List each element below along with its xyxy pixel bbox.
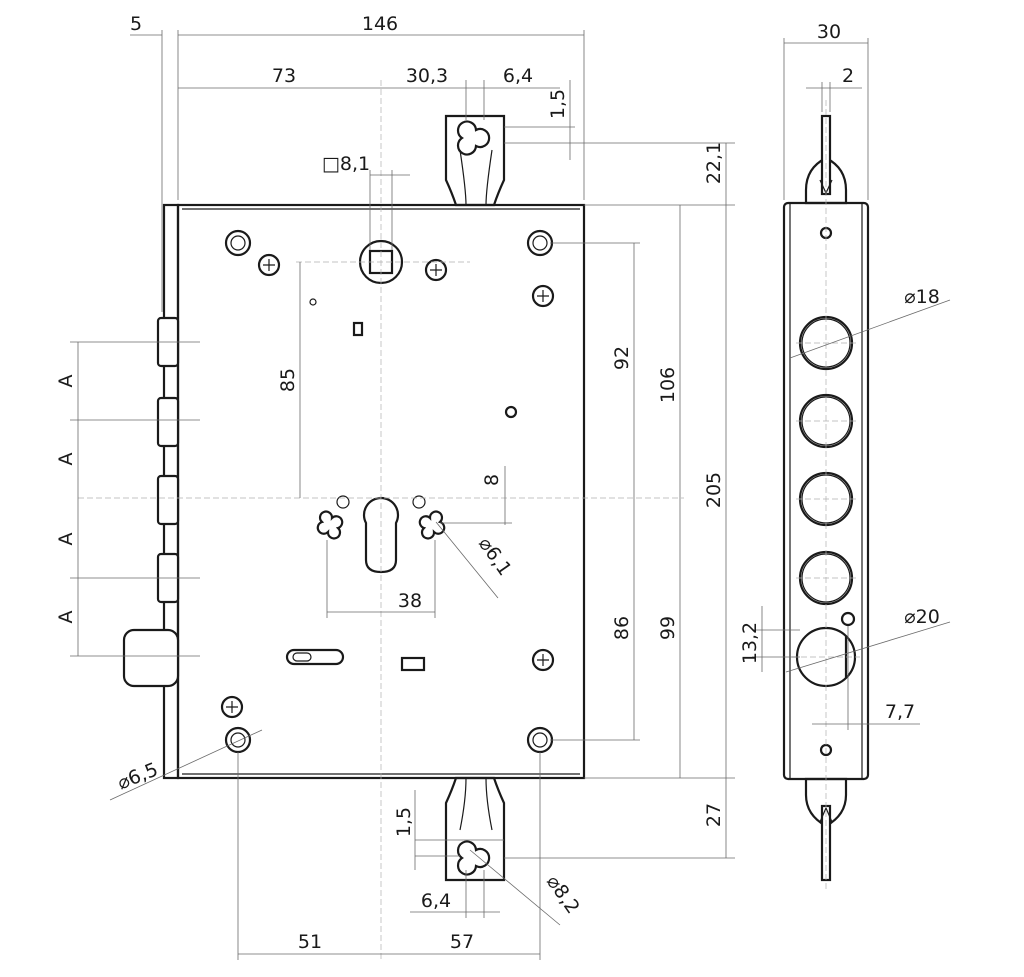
deadbolts [156,316,180,604]
dim-backset: 73 [272,65,296,87]
dim-bolt-spacing-1: A [55,375,77,388]
dim-overall-width: 146 [362,13,398,35]
dim-pin-gap-top: 1,5 [547,89,569,119]
dim-latch-diameter: ⌀20 [904,606,940,628]
screws [220,253,555,719]
dim-pin-thickness: 2 [842,65,854,87]
dim-square-follower: □8,1 [322,153,370,175]
front-view [78,80,684,960]
front-dimension-texts: 5 146 73 30,3 6,4 1,5 □8,1 22,1 85 92 10… [55,13,725,953]
dim-follower-to-cylinder: 85 [277,368,299,392]
dim-hole-offset: 7,7 [885,701,915,723]
top-pin [444,114,506,207]
dim-bottom-right: 57 [450,931,474,953]
dim-pin-bottom-height: 27 [703,803,725,827]
side-dimension-lines [752,38,951,730]
dim-forend-offset: 5 [130,13,142,35]
dim-forend-width: 30 [817,21,841,43]
dim-bolt-spacing-4: A [55,611,77,624]
fixing-holes [224,229,554,754]
dim-cylinder-hole-diameter: ⌀6,1 [474,533,516,580]
dim-bottom-to-cylinder: 99 [657,616,679,640]
front-dimension-lines [70,30,735,960]
dim-bolt-spacing-3: A [55,533,77,546]
dim-bolt-spacing-2: A [55,453,77,466]
dim-top-to-cylinder: 106 [657,367,679,403]
bottom-pin [444,776,506,882]
bottom-slot [400,656,426,672]
dim-bottom-left: 51 [298,931,322,953]
side-dimension-texts: 30 2 ⌀18 ⌀20 13,2 7,7 [739,21,940,723]
dim-lower-screw: 86 [611,616,633,640]
dim-latch-offset: 13,2 [739,622,761,664]
dim-pin-spacing: 30,3 [406,65,448,87]
dim-pin-width-bottom: 6,4 [421,890,451,912]
dim-cylinder-hole-spacing: 38 [398,590,422,612]
dim-case-height: 205 [703,472,725,508]
dim-pin-gap-bottom: 1,5 [393,807,415,837]
dim-fixing-hole-diameter: ⌀6,5 [114,758,161,794]
latch-bolt [122,628,180,688]
lever-slot [285,648,345,666]
dim-pin-width-top: 6,4 [503,65,533,87]
side-view [782,100,870,890]
cylinder-cutout [316,495,446,574]
dim-pin-top-height: 22,1 [703,142,725,184]
dim-cylinder-offset: 8 [481,474,503,486]
dim-pin-hole-diameter: ⌀8,2 [542,871,584,918]
dim-upper-screw: 92 [611,346,633,370]
dim-bolt-diameter: ⌀18 [904,286,940,308]
